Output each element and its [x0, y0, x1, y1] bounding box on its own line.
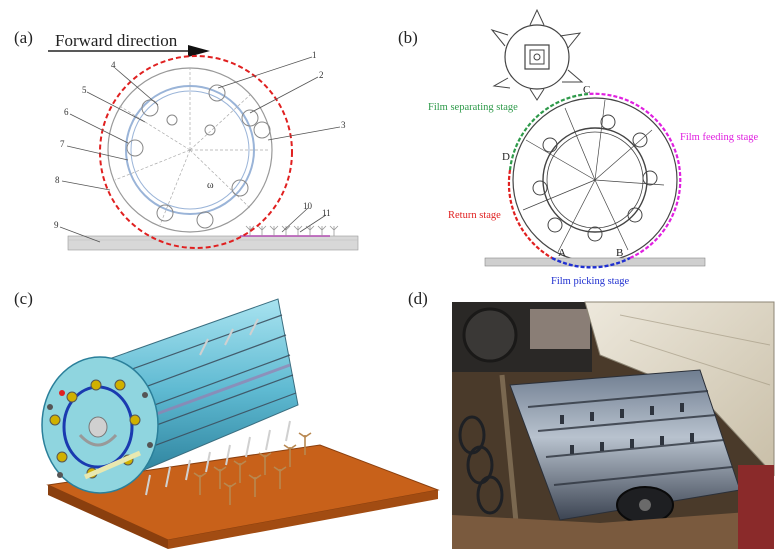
- callout-7: 7: [60, 139, 65, 149]
- panel-a-diagram: Forward direction: [48, 31, 359, 251]
- callout-1: 1: [312, 50, 317, 60]
- point-b: B: [616, 247, 623, 259]
- callout-4: 4: [111, 60, 116, 70]
- callout-9: 9: [54, 220, 59, 230]
- panel-b-label: (b): [398, 28, 418, 47]
- callout-6: 6: [64, 107, 69, 117]
- callout-3: 3: [341, 120, 346, 130]
- panel-a: (a) Forward direction: [0, 0, 380, 270]
- film-separating-stage-label: Film separating stage: [428, 102, 518, 113]
- panel-b-diagram: C D A B Film separating stage Film feedi…: [428, 8, 758, 287]
- callout-11: 11: [322, 208, 331, 218]
- panel-c-label: (c): [14, 289, 33, 308]
- forward-arrow-icon: [188, 45, 210, 57]
- panel-d: (d): [408, 285, 778, 549]
- panel-c-render: [41, 298, 440, 549]
- seedlings: [245, 225, 339, 236]
- panel-d-photo: [452, 301, 775, 549]
- point-a: A: [558, 247, 566, 259]
- panel-a-label: (a): [14, 28, 33, 47]
- feeding-stage-arc: [587, 92, 682, 259]
- return-stage-label: Return stage: [448, 210, 501, 221]
- callout-2: 2: [319, 70, 324, 80]
- callout-5: 5: [82, 85, 87, 95]
- film-picking-stage-label: Film picking stage: [551, 276, 630, 287]
- panel-b: (b): [390, 0, 778, 290]
- panel-c: (c): [0, 285, 440, 549]
- return-stage-arc: [507, 169, 553, 259]
- separating-stage-arc: [508, 92, 589, 171]
- callout-10: 10: [303, 201, 313, 211]
- omega-label: ω: [207, 180, 214, 191]
- direction-text: Forward direction: [55, 31, 178, 50]
- point-c: C: [583, 84, 590, 96]
- picking-stage-arc: [551, 256, 631, 269]
- film-feeding-stage-label: Film feeding stage: [680, 132, 758, 143]
- point-d: D: [502, 151, 510, 163]
- callout-8: 8: [55, 175, 60, 185]
- panel-d-label: (d): [408, 289, 428, 308]
